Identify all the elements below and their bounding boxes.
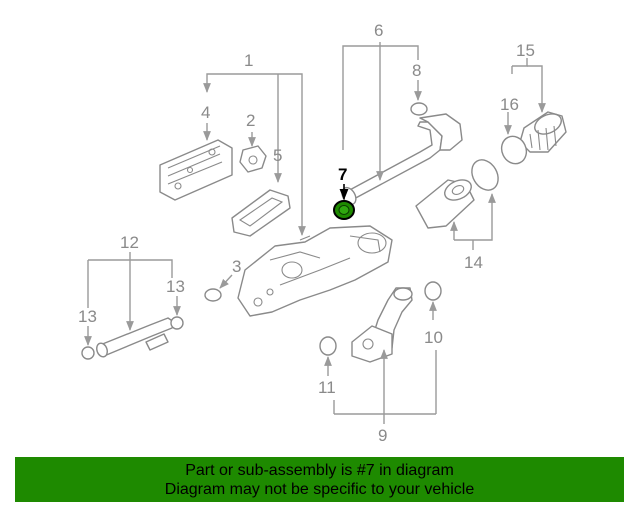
callout-8: 8 [412, 61, 421, 80]
o-ring-part-16 [500, 135, 528, 165]
callout-4: 4 [201, 103, 210, 122]
coolant-pipe-part-12 [96, 317, 175, 358]
pipe-elbow-part-9 [351, 287, 413, 363]
callout-7: 7 [338, 165, 347, 184]
callout-5: 5 [273, 146, 282, 165]
oil-cooler-part-4 [159, 139, 233, 201]
oil-filter-housing-part-1 [237, 225, 393, 317]
seal-part-7 [333, 200, 355, 220]
callout-1: 1 [244, 51, 253, 70]
callout-9: 9 [378, 426, 387, 445]
callout-14: 14 [464, 253, 483, 272]
callout-10: 10 [424, 328, 443, 347]
oil-filter-part-14 [415, 179, 475, 229]
o-ring-part-8 [410, 102, 428, 116]
callout-13-right: 13 [166, 277, 185, 296]
callout-15: 15 [516, 41, 535, 60]
callout-12: 12 [120, 233, 139, 252]
banner-line-disclaimer: Diagram may not be specific to your vehi… [164, 481, 475, 498]
callout-6: 6 [374, 21, 383, 40]
callout-16: 16 [500, 95, 519, 114]
callout-2: 2 [246, 111, 255, 130]
leader-lines [84, 42, 546, 424]
o-ring-part-10 [424, 281, 442, 301]
callout-11: 11 [318, 378, 336, 397]
banner-line-part: Part or sub-assembly is #7 in diagram [185, 462, 454, 479]
gasket-part-5 [231, 189, 291, 237]
o-ring-filter-part-14 [471, 159, 499, 191]
o-ring-part-13-left [81, 346, 95, 360]
parts-diagram: 1 2 3 4 5 6 7 8 9 10 11 12 13 13 14 15 1… [78, 21, 567, 445]
filter-cap-part-15 [519, 111, 567, 153]
callout-13-left: 13 [78, 307, 97, 326]
gasket-part-2 [239, 145, 267, 173]
callout-3: 3 [232, 257, 241, 276]
o-ring-part-13-right [170, 316, 184, 330]
info-banner: Part or sub-assembly is #7 in diagram Di… [15, 457, 624, 502]
o-ring-part-3 [204, 288, 222, 302]
o-ring-part-11 [319, 336, 337, 356]
